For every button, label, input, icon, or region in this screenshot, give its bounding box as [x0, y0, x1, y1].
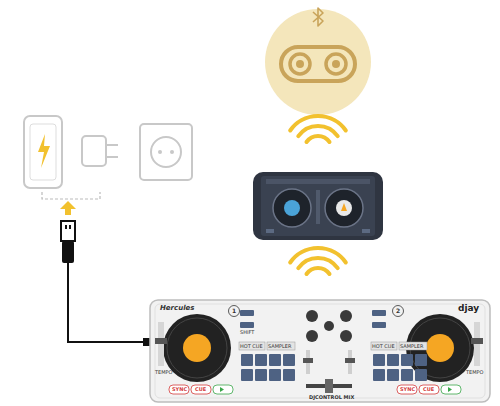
- wall-charger: [82, 136, 118, 166]
- controller-label: CUE: [423, 387, 434, 392]
- controller-label: 1: [232, 308, 236, 314]
- controller-label: SHIFT: [240, 330, 254, 335]
- wireless-signal: [290, 248, 346, 274]
- speaker-body: [281, 47, 355, 81]
- controller-label: SAMPLER: [400, 344, 423, 349]
- speaker-driver: [332, 60, 340, 68]
- group-bracket: [42, 192, 100, 199]
- controller-label: DJCONTROL MIX: [309, 395, 354, 400]
- speaker-driver: [326, 54, 346, 74]
- controller-label: Hercules: [160, 305, 195, 312]
- speaker-driver: [296, 60, 304, 68]
- bluetooth-symbol: [313, 8, 323, 26]
- usb-cable: [61, 221, 152, 346]
- power-bank: [24, 116, 62, 188]
- wall-socket: [140, 124, 192, 180]
- controller-label: CUE: [195, 387, 206, 392]
- controller-label: SAMPLER: [268, 344, 291, 349]
- controller-label: SYNC: [172, 387, 187, 392]
- controller-label: SYNC: [400, 387, 415, 392]
- wireless-signal: [290, 116, 346, 142]
- direction-arrow: [60, 201, 76, 215]
- controller-label: TEMPO: [155, 370, 172, 375]
- speaker-disc: [265, 9, 371, 115]
- controller-label: HOT CUE: [372, 344, 395, 349]
- controller-label: 2: [396, 308, 400, 314]
- dj-controller: [150, 300, 490, 402]
- smartphone: [253, 172, 383, 240]
- controller-label: djay: [458, 304, 479, 313]
- speaker-driver: [290, 54, 310, 74]
- controller-label: TEMPO: [466, 370, 483, 375]
- controller-label: HOT CUE: [240, 344, 263, 349]
